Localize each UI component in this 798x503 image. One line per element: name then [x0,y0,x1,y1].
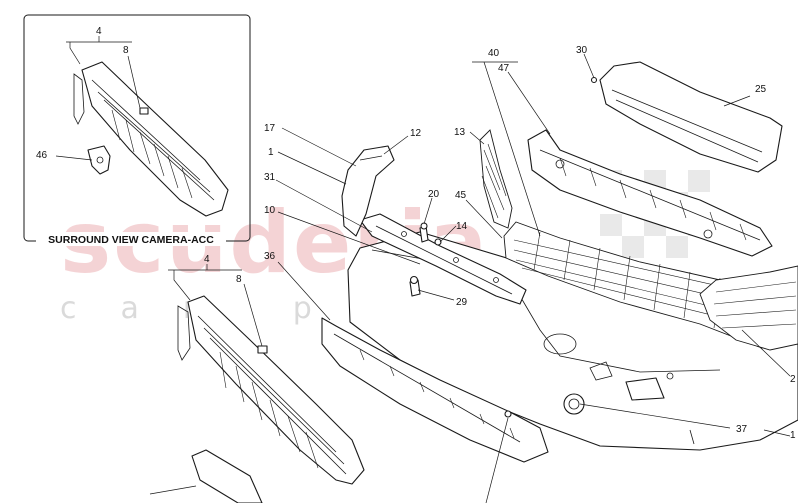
callout-45: 45 [455,190,467,201]
inset-grille-part [73,61,229,217]
callout-4: 4 [204,254,210,265]
inset-caption: SURROUND VIEW CAMERA-ACC [48,234,214,246]
inset-clip [139,107,149,115]
callout-36: 36 [264,251,276,262]
inset-panel: SURROUND VIEW CAMERA-ACC 4 8 46 [23,14,251,246]
side-grille-part [479,129,513,229]
callout-12: 12 [410,128,422,139]
plate-bracket-part [149,449,263,503]
callout-47: 47 [498,63,510,74]
callout-46: 46 [36,150,48,161]
callout-37: 37 [736,424,748,435]
callout-29: 29 [456,297,468,308]
callout-31: 31 [264,172,276,183]
callout-25: 25 [755,84,767,95]
inset-camera-bracket [87,145,111,175]
radar-cover-part [590,61,783,173]
callout-10: 10 [264,205,276,216]
side-bracket-part [341,145,395,237]
bumper-beam-part [359,213,527,305]
callout-14: 14 [456,221,468,232]
callout-13: 13 [454,127,466,138]
callout-2: 2 [790,374,796,385]
callout-4-inset: 4 [96,26,102,37]
right-grille-part [699,265,798,351]
callout-17: 17 [264,123,276,134]
screw-fastener-part [409,222,442,297]
lower-spoiler-part [321,317,549,463]
callout-30: 30 [576,45,588,56]
callout-8-inset: 8 [123,45,129,56]
upper-support-part [527,129,773,257]
callout-1: 1 [268,147,274,158]
callout-20: 20 [428,189,440,200]
callout-8: 8 [236,274,242,285]
callout-1-right: 1 [790,430,796,441]
lower-grille-part [177,295,365,485]
callout-40: 40 [488,48,500,59]
